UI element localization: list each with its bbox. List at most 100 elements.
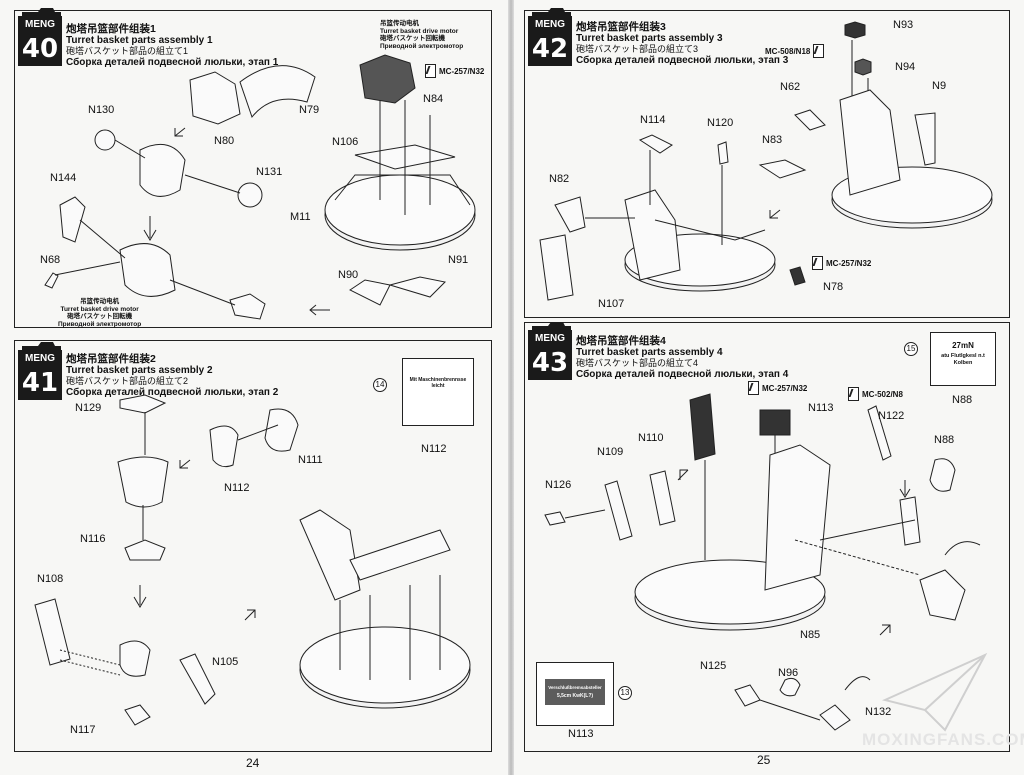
part-label: N131 — [256, 166, 283, 178]
step-42-drawing — [539, 21, 993, 301]
part-label: N116 — [80, 533, 106, 545]
step-42-panel — [524, 10, 1010, 318]
decal-line-3: Kolben — [953, 360, 973, 366]
step-42-title: 炮塔吊篮部件组装3 Turret basket parts assembly 3… — [576, 21, 788, 67]
part-label: N88 — [952, 394, 973, 406]
title-jp: 砲塔バスケット部品の組立て4 — [576, 358, 699, 368]
paint-brush-icon — [425, 64, 436, 78]
callout-en: Turret basket drive motor — [60, 305, 139, 313]
step-40-badge: MENG 40 — [18, 16, 62, 66]
step-41-panel — [14, 340, 492, 752]
callout-ru: Приводной электромотор — [58, 320, 142, 328]
meng-logo: MENG — [18, 350, 62, 368]
motor-callout-top: 吊篮传动电机 Turret basket drive motor 砲塔バスケット… — [380, 20, 463, 50]
decal-line-1: Verschlußbremsabsteller — [548, 685, 602, 690]
motor-callout-bottom: 吊篮传动电机 Turret basket drive motor 砲塔バスケット… — [58, 298, 141, 328]
title-jp: 砲塔バスケット部品の組立て3 — [576, 44, 699, 54]
paint-brush-icon — [813, 44, 825, 58]
step-number: 42 — [528, 32, 572, 66]
step-42-badge: MENG 42 — [528, 16, 572, 66]
decal-box-13: Verschlußbremsabsteller 5,5cm KwK(L?) — [536, 662, 614, 726]
part-label: N130 — [88, 104, 115, 116]
paint-callout: MC-257/N32 — [748, 381, 807, 395]
book-gutter — [508, 0, 514, 775]
title-ru: Сборка деталей подвесной люльки, этап 4 — [576, 369, 789, 380]
part-label: N82 — [549, 173, 570, 185]
title-ru: Сборка деталей подвесной люльки, этап 2 — [66, 387, 279, 398]
paint-code: MC-508/N18 — [765, 46, 811, 56]
part-label: N114 — [640, 114, 666, 126]
title-en: Turret basket parts assembly 2 — [66, 365, 213, 376]
decal-box-14: Mit Maschinenbrennsse leicht — [402, 358, 474, 426]
part-label: N113 — [568, 728, 594, 740]
step-43-drawing — [544, 393, 981, 731]
title-cn: 炮塔吊篮部件组装1 — [66, 23, 156, 35]
part-label: N90 — [338, 269, 359, 281]
paint-code: MC-502/N8 — [862, 389, 903, 399]
title-en: Turret basket parts assembly 4 — [576, 347, 723, 358]
step-number: 40 — [18, 32, 62, 66]
watermark: MOXINGFANS.COM — [862, 730, 1024, 749]
meng-logo: MENG — [528, 16, 572, 34]
part-label: N68 — [40, 254, 61, 266]
title-ru: Сборка деталей подвесной люльки, этап 1 — [66, 57, 279, 68]
paint-callout: MC-508/N18 — [765, 44, 825, 58]
part-label: N132 — [865, 706, 892, 718]
step-number: 41 — [18, 366, 62, 400]
part-label: N112 — [224, 482, 250, 494]
part-label: N79 — [299, 104, 320, 116]
title-cn: 炮塔吊篮部件组装3 — [576, 21, 666, 33]
part-label: N94 — [895, 61, 916, 73]
step-41-drawing — [34, 394, 471, 726]
part-label: N107 — [598, 298, 625, 310]
callout-en: Turret basket drive motor — [380, 27, 459, 35]
title-jp: 砲塔バスケット部品の組立て1 — [66, 46, 189, 56]
callout-cn: 吊篮传动电机 — [380, 20, 419, 27]
paint-code: MC-257/N32 — [439, 66, 485, 76]
title-en: Turret basket parts assembly 3 — [576, 33, 723, 44]
part-label: N129 — [75, 402, 102, 414]
callout-ru: Приводной электромотор — [380, 42, 464, 50]
part-label: N111 — [298, 454, 323, 466]
callout-jp: 砲塔バスケット回転機 — [67, 313, 133, 320]
part-label: N106 — [332, 136, 359, 148]
decal-text: Mit Maschinenbrennsse leicht — [409, 377, 467, 389]
step-43-badge: MENG 43 — [528, 330, 572, 380]
meng-tank-icons — [22, 8, 571, 351]
part-label: N144 — [50, 172, 77, 184]
title-en: Turret basket parts assembly 1 — [66, 35, 213, 46]
step-43-title: 炮塔吊篮部件组装4 Turret basket parts assembly 4… — [576, 336, 789, 381]
decal-plate — [545, 679, 605, 705]
step-40-title: 炮塔吊篮部件组装1 Turret basket parts assembly 1… — [66, 23, 279, 69]
part-label: N83 — [762, 134, 783, 146]
meng-logo: MENG — [18, 16, 62, 34]
part-label: N126 — [545, 479, 572, 491]
part-label: N91 — [448, 254, 469, 266]
step-41-title: 炮塔吊篮部件组装2 Turret basket parts assembly 2… — [66, 354, 279, 399]
paint-code: MC-257/N32 — [826, 258, 872, 268]
part-label: N112 — [421, 443, 447, 455]
paint-callout: MC-257/N32 — [425, 64, 484, 78]
meng-logo: MENG — [528, 330, 572, 348]
part-label: N110 — [638, 432, 664, 444]
title-jp: 砲塔バスケット部品の組立て2 — [66, 376, 189, 386]
part-label: N62 — [780, 81, 801, 93]
part-label: N80 — [214, 135, 235, 147]
decal-line-2: 5,5cm KwK(L?) — [556, 693, 594, 699]
part-label: N9 — [932, 80, 947, 92]
part-label: N84 — [423, 93, 444, 105]
decal-line-2: atu Flutlgkesl n.t — [941, 353, 985, 359]
page-number-left: 24 — [246, 756, 260, 770]
paint-brush-icon — [748, 381, 759, 395]
callout-jp: 砲塔バスケット回転機 — [380, 35, 445, 42]
part-label: N93 — [893, 19, 914, 31]
step-40-drawing — [44, 54, 476, 320]
page-number-right: 25 — [757, 753, 771, 767]
step-41-badge: MENG 41 — [18, 350, 62, 400]
step-43-panel — [524, 322, 1010, 752]
decal-box-15: 27mN atu Flutlgkesl n.t Kolben — [930, 332, 996, 386]
part-label: N88 — [934, 434, 955, 446]
paint-callout: MC-502/N8 — [848, 387, 903, 401]
part-label: N125 — [700, 660, 727, 672]
